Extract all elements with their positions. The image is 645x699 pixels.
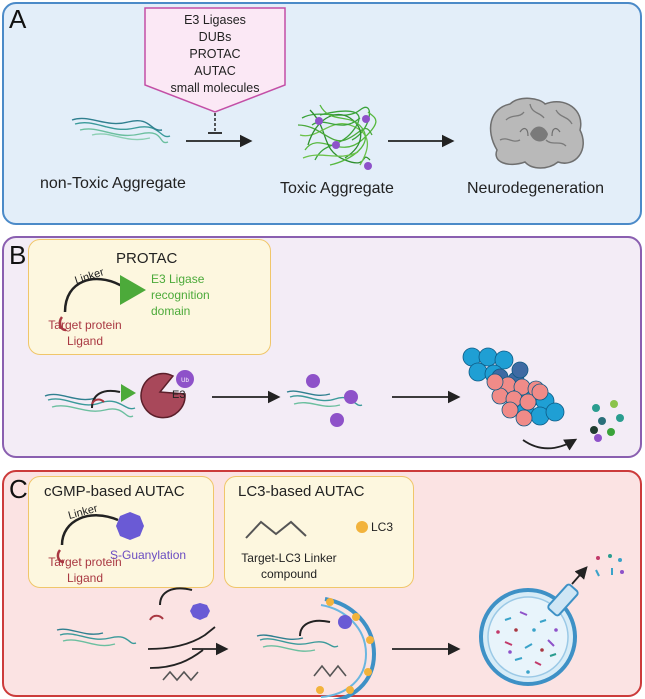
c-guanine-small (190, 603, 210, 620)
cgmp-autac-title: cGMP-based AUTAC (44, 483, 185, 500)
autac-target-ligand-line-1: Target protein (48, 555, 122, 569)
target-ligand-line-1: Target protein (48, 318, 122, 332)
e3-recognition-line-2: recognition (151, 288, 210, 302)
c-lc3-linker-small (162, 670, 199, 682)
s-guanylation-label: S-Guanylation (110, 548, 187, 562)
ub-e3-tag: Ub (181, 378, 189, 384)
modulator-autac: AUTAC (194, 64, 236, 78)
b-fibrils-mid (286, 390, 363, 407)
modulator-e3-ligases: E3 Ligases (184, 13, 246, 27)
modulator-protac: PROTAC (189, 47, 241, 61)
autac-target-ligand-line-2: Ligand (66, 571, 104, 585)
e3-ligase (140, 372, 186, 419)
autolysosome (479, 588, 577, 686)
c-merge-top (147, 626, 216, 650)
b-ligand (91, 398, 105, 405)
c-ligand-small (149, 614, 164, 621)
c-fibrils-mid (256, 634, 339, 652)
brain-icon (489, 97, 584, 169)
c-mid-linker (299, 619, 331, 637)
exit-channel (547, 583, 579, 617)
b-linker (91, 389, 121, 409)
c-mid-guanine (338, 615, 352, 629)
toxic-aggregate (297, 104, 377, 166)
ub-tags-a (315, 115, 372, 170)
panel-b-letter: B (9, 240, 27, 270)
lc3-linker-line-2: compound (260, 567, 318, 581)
b-arrow-3 (522, 438, 578, 451)
c-linker-small (159, 587, 193, 606)
modulator-list: E3 Ligases DUBs PROTAC AUTAC small molec… (145, 12, 285, 97)
e3-recognition-label: E3 Ligase recognition domain (151, 271, 210, 319)
lc3-autac-title: LC3-based AUTAC (238, 483, 365, 500)
b-fibrils-left (44, 393, 136, 418)
lc3-linker-line-1: Target-LC3 Linker (241, 551, 337, 565)
toxic-aggregate-label: Toxic Aggregate (280, 180, 394, 197)
neurodegeneration-label: Neurodegeneration (467, 180, 604, 197)
lc3-autac-inset (224, 476, 414, 588)
proteasome-icon (462, 347, 565, 427)
c-arrow-3 (571, 566, 588, 585)
autac-target-ligand-label: Target protein Ligand (30, 554, 140, 586)
ub-tags-b (306, 374, 358, 427)
non-toxic-fibrils (71, 117, 171, 144)
protac-target-ligand-label: Target protein Ligand (30, 317, 140, 349)
protac-title: PROTAC (116, 250, 178, 267)
c-fibrils-left (56, 628, 137, 647)
modulator-dubs: DUBs (198, 30, 232, 44)
modulator-box (144, 7, 286, 113)
e3-recognition-line-1: E3 Ligase (151, 272, 205, 286)
lc3-label: LC3 (371, 520, 394, 534)
c-mid-lc3-linker (313, 664, 347, 678)
e3-recognition-line-3: domain (151, 304, 191, 318)
peptide-fragments (590, 400, 624, 442)
panel-c-letter: C (9, 474, 28, 504)
panel-a-letter: A (9, 4, 27, 34)
lc3-dot (356, 521, 368, 533)
c-merge-bottom (149, 649, 204, 669)
protac-molecule (58, 275, 146, 332)
lc3-linker-label: Target-LC3 Linker compound (234, 550, 344, 582)
lc3-linker-compound (245, 520, 307, 539)
non-toxic-aggregate-label: non-Toxic Aggregate (40, 175, 186, 192)
target-ligand-line-2: Ligand (66, 334, 104, 348)
ub-e3 (176, 370, 194, 388)
autac-molecule (56, 512, 144, 564)
exit-fragments (595, 554, 624, 577)
autophagosome (316, 597, 377, 699)
b-e3-recognition (121, 384, 136, 402)
modulator-small-molecules: small molecules (170, 81, 260, 95)
e3-label: E3 (172, 389, 186, 401)
